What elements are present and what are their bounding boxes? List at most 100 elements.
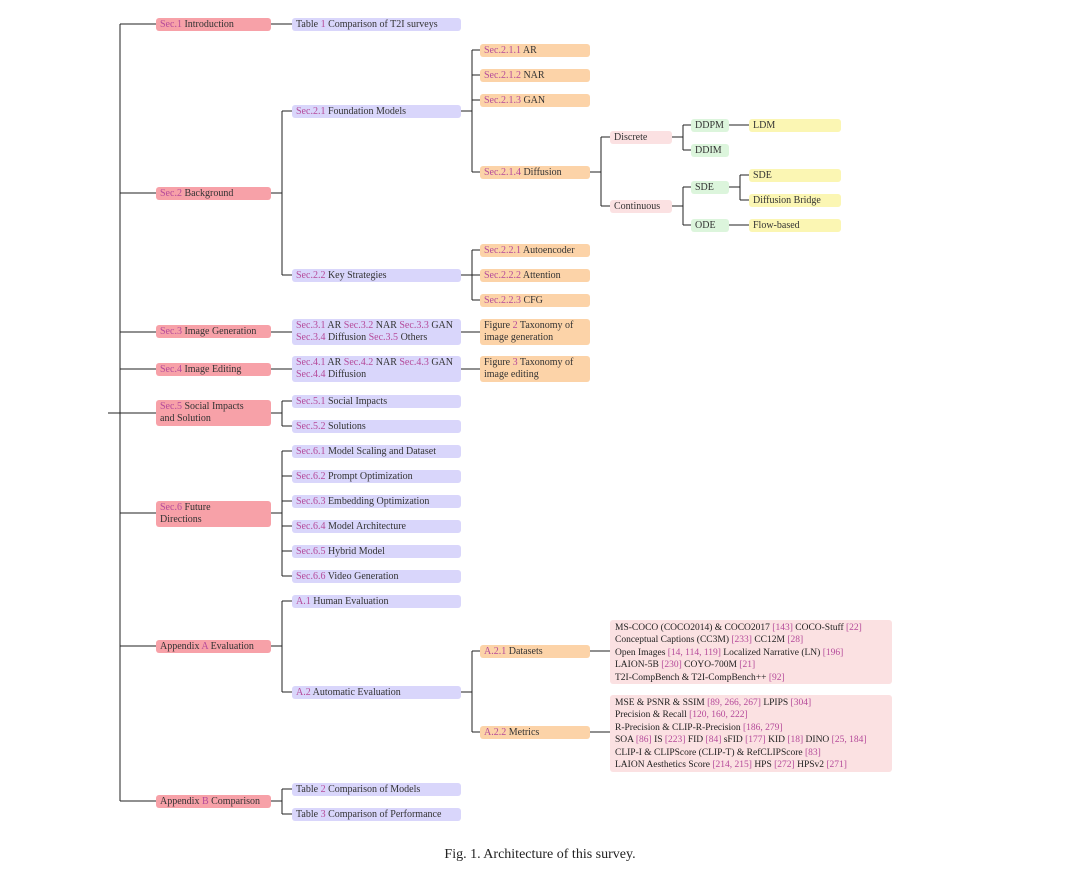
node-sec5-2-solutions[interactable]: Sec.5.2 Solutions — [292, 420, 461, 433]
node-sec6-1[interactable]: Sec.6.1 Model Scaling and Dataset — [292, 445, 461, 458]
node-a2-1-datasets[interactable]: A.2.1 Datasets — [480, 645, 590, 658]
node-sec4-image-editing[interactable]: Sec.4 Image Editing — [156, 363, 271, 376]
item-text: LAION Aesthetics Score — [615, 760, 713, 771]
citation: [84] — [705, 735, 722, 746]
node-label: Foundation Models — [325, 106, 407, 117]
citation: [143] — [772, 623, 793, 633]
node-label: Autoencoder — [520, 245, 575, 256]
node-label: Human Evaluation — [310, 596, 389, 607]
metric-item: R-Precision & CLIP-R-Precision [186, 279… — [615, 722, 887, 734]
node-line-2: image editing — [484, 369, 539, 380]
node-ref: Sec.4.4 — [296, 369, 326, 380]
node-sec2-2-1[interactable]: Sec.2.2.1 Autoencoder — [480, 244, 590, 257]
node-sec1-introduction[interactable]: Sec.1 Introduction — [156, 18, 271, 31]
node-ref: A — [201, 641, 209, 652]
citation: [18] — [787, 735, 804, 746]
node-ref: Sec.2.1.4 — [484, 167, 521, 178]
item-text: MS-COCO (COCO2014) & COCO2017 — [615, 623, 773, 633]
node-sec2-1-1[interactable]: Sec.2.1.1 AR — [480, 44, 590, 57]
node-ddim[interactable]: DDIM — [691, 144, 729, 157]
node-sec2-1-2[interactable]: Sec.2.1.2 NAR — [480, 69, 590, 82]
node-diffusion-bridge[interactable]: Diffusion Bridge — [749, 194, 841, 207]
node-a1-human-evaluation[interactable]: A.1 Human Evaluation — [292, 595, 461, 608]
figure-caption: Fig. 1. Architecture of this survey. — [444, 847, 636, 862]
node-ref: Sec.5.1 — [296, 396, 326, 407]
node-ddpm[interactable]: DDPM — [691, 119, 729, 132]
node-sec3-subsections[interactable]: Sec.3.1 AR Sec.3.2 NAR Sec.3.3 GAN Sec.3… — [292, 319, 461, 345]
node-sde-leaf[interactable]: SDE — [749, 169, 841, 182]
item-text: CLIP-I & CLIPScore (CLIP-T) & RefCLIPSco… — [615, 747, 805, 758]
node-a2-automatic-evaluation[interactable]: A.2 Automatic Evaluation — [292, 686, 461, 699]
node-sec2-1-foundation-models[interactable]: Sec.2.1 Foundation Models — [292, 105, 461, 118]
node-sec2-2-key-strategies[interactable]: Sec.2.2 Key Strategies — [292, 269, 461, 282]
dataset-item: MS-COCO (COCO2014) & COCO2017 [143] COCO… — [615, 622, 887, 634]
node-ldm[interactable]: LDM — [749, 119, 841, 132]
node-a2-2-metrics[interactable]: A.2.2 Metrics — [480, 726, 590, 739]
node-label: Social Impacts — [325, 396, 388, 407]
node-ref: Sec.2.2.1 — [484, 245, 521, 256]
node-appendix-b-comparison[interactable]: Appendix B Comparison — [156, 795, 271, 808]
node-sec5-1-social-impacts[interactable]: Sec.5.1 Social Impacts — [292, 395, 461, 408]
node-line-2: Sec.3.4 Diffusion Sec.3.5 Others — [296, 332, 457, 344]
node-table3[interactable]: Table 3 Comparison of Performance — [292, 808, 461, 821]
node-text: GAN — [428, 357, 453, 368]
node-discrete[interactable]: Discrete — [610, 131, 672, 144]
node-table1[interactable]: Table 1 Comparison of T2I surveys — [292, 18, 461, 31]
node-sec6-4[interactable]: Sec.6.4 Model Architecture — [292, 520, 461, 533]
node-sec6-3[interactable]: Sec.6.3 Embedding Optimization — [292, 495, 461, 508]
node-continuous[interactable]: Continuous — [610, 200, 672, 213]
citation: [86] — [635, 735, 652, 746]
node-table2[interactable]: Table 2 Comparison of Models — [292, 783, 461, 796]
node-ref: Sec.6.5 — [296, 546, 326, 557]
node-line-1: Figure 2 Taxonomy of — [484, 320, 586, 332]
node-label: Automatic Evaluation — [310, 687, 401, 698]
node-sec2-2-2[interactable]: Sec.2.2.2 Attention — [480, 269, 590, 282]
node-label: AR — [520, 45, 537, 56]
node-sec2-1-4[interactable]: Sec.2.1.4 Diffusion — [480, 166, 590, 179]
node-ref: Sec.2.2 — [296, 270, 326, 281]
node-sec4-subsections[interactable]: Sec.4.1 AR Sec.4.2 NAR Sec.4.3 GAN Sec.4… — [292, 356, 461, 382]
node-sec2-2-3[interactable]: Sec.2.2.3 CFG — [480, 294, 590, 307]
node-appendix-a-evaluation[interactable]: Appendix A Evaluation — [156, 640, 271, 653]
item-text: T2I-CompBench & T2I-CompBench++ — [615, 672, 769, 683]
node-flow-based[interactable]: Flow-based — [749, 219, 841, 232]
item-text: FID — [685, 735, 706, 746]
node-sec6-6[interactable]: Sec.6.6 Video Generation — [292, 570, 461, 583]
item-text: Open Images — [615, 647, 668, 658]
citation: [186, 279] — [742, 722, 783, 733]
node-ref: Sec.4 — [160, 364, 182, 375]
item-text: HPSv2 — [794, 760, 827, 771]
node-ref: A.2 — [296, 687, 311, 698]
item-text: COCO-Stuff — [792, 623, 847, 633]
node-label: Embedding Optimization — [325, 496, 430, 507]
node-ref: Sec.6.2 — [296, 471, 326, 482]
metrics-list: MSE & PSNR & SSIM [89, 266, 267] LPIPS [… — [610, 695, 892, 772]
node-label: Taxonomy of — [517, 320, 574, 331]
citation: [22] — [846, 623, 862, 633]
node-sec6-5[interactable]: Sec.6.5 Hybrid Model — [292, 545, 461, 558]
citation: [271] — [826, 760, 847, 771]
node-sec2-1-3[interactable]: Sec.2.1.3 GAN — [480, 94, 590, 107]
node-label: CFG — [520, 295, 543, 306]
node-sec2-background[interactable]: Sec.2 Background — [156, 187, 271, 200]
item-text: LAION-5B — [615, 660, 662, 671]
node-text: AR — [325, 320, 344, 331]
citation: [230] — [661, 660, 682, 671]
node-ref: Sec.6 — [160, 502, 182, 513]
node-sec3-image-generation[interactable]: Sec.3 Image Generation — [156, 325, 271, 338]
node-label: Future — [181, 502, 211, 513]
metric-item: SOA [86] IS [223] FID [84] sFID [177] KI… — [615, 734, 887, 746]
node-label: Image Generation — [181, 326, 257, 337]
node-label: Hybrid Model — [325, 546, 385, 557]
node-ode[interactable]: ODE — [691, 219, 729, 232]
node-label: Image Editing — [181, 364, 242, 375]
node-sde[interactable]: SDE — [691, 181, 729, 194]
node-sec6-2[interactable]: Sec.6.2 Prompt Optimization — [292, 470, 461, 483]
item-text: KID — [765, 735, 788, 746]
node-ref: Sec.6.1 — [296, 446, 326, 457]
item-text: Precision & Recall — [615, 710, 690, 721]
